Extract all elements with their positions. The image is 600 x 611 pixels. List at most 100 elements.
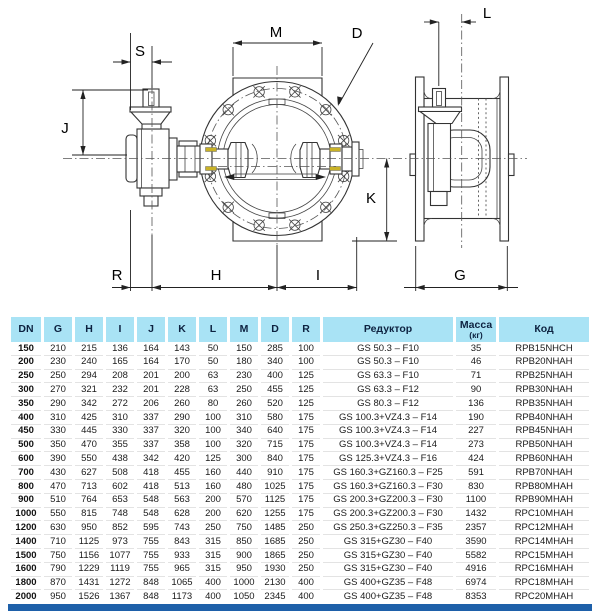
table-cell: RPB30NHAH [499, 383, 589, 398]
lug-left [409, 153, 417, 177]
lug-right [507, 153, 515, 177]
table-cell: 100 [199, 425, 227, 439]
table-cell: 815 [75, 508, 103, 522]
table-cell: 400 [261, 370, 289, 384]
table-cell: 764 [75, 494, 103, 508]
table-cell: 175 [292, 425, 320, 439]
table-cell: GS 315+GZ30 – F40 [323, 535, 453, 549]
table-cell: 1930 [261, 563, 289, 577]
table-cell: 438 [106, 452, 134, 467]
dim-label-d: D [352, 25, 363, 42]
table-cell: 743 [168, 521, 196, 536]
table-cell: RPB15NHCH [499, 342, 589, 356]
table-cell: 270 [44, 383, 72, 398]
dn-cell: 1400 [11, 535, 41, 549]
gearbox-front [125, 88, 213, 207]
table-cell: 1526 [78, 590, 100, 602]
table-cell: GS 80.3 – F12 [323, 397, 453, 411]
dn-cell: 350 [11, 397, 41, 411]
table-cell: 320 [230, 439, 258, 453]
table-cell: 340 [261, 356, 289, 370]
table-cell: 455 [168, 466, 196, 480]
table-cell: 710 [44, 535, 72, 549]
table-cell: 208 [106, 370, 134, 384]
dimension-lines [72, 19, 518, 291]
table-cell: 210 [44, 342, 72, 356]
table-cell: 136 [456, 397, 496, 411]
table-cell: GS 63.3 – F10 [323, 370, 453, 384]
header-cell: G [44, 317, 72, 342]
table-cell: 250 [199, 521, 227, 536]
stem-top [142, 88, 160, 108]
table-cell: 200 [168, 370, 196, 384]
dn-cell: 700 [11, 466, 41, 480]
dn-cell: 600 [11, 452, 41, 467]
table-cell: 250 [292, 549, 320, 563]
table-cell: 200 [199, 494, 227, 508]
table-cell: 337 [137, 411, 165, 425]
table-cell: GS 100.3+VZ4.3 – F14 [323, 439, 453, 453]
table-cell: 2345 [264, 590, 286, 602]
header-cell: L [199, 317, 227, 342]
table-cell: 310 [230, 411, 258, 425]
dim-label-s: S [135, 43, 145, 60]
dn-cell: 1000 [11, 508, 41, 522]
table-cell: 164 [137, 356, 165, 370]
dn-cell: 300 [11, 383, 41, 398]
table-cell: RPB25NHAH [499, 370, 589, 384]
dim-label-m: M [270, 24, 283, 41]
header-cell: K [168, 317, 196, 342]
table-cell: 200 [199, 508, 227, 522]
table-cell: 424 [456, 452, 496, 467]
table-cell: 755 [137, 535, 165, 549]
table-cell: 6974 [456, 577, 496, 591]
table-cell: 400 [199, 577, 227, 591]
table-cell: 910 [261, 466, 289, 480]
table-cell: GS 200.3+GZ200.3 – F30 [323, 494, 453, 508]
table-cell: 510 [44, 494, 72, 508]
table-cell: 35 [456, 342, 496, 356]
valve-technical-drawing: S J M D L K R H I G [61, 5, 527, 291]
table-cell: 170 [168, 356, 196, 370]
table-cell: 250 [292, 563, 320, 577]
table-cell: 1255 [261, 508, 289, 522]
dn-cell: 2000 [15, 590, 37, 602]
header-cell: J [137, 317, 165, 342]
table-cell: RPC18MHAH [499, 577, 589, 591]
dn-cell: 250 [11, 370, 41, 384]
header-cell: Код [499, 317, 589, 342]
bottom-bar [8, 604, 592, 611]
table-cell: 933 [168, 549, 196, 563]
dn-cell: 150 [11, 342, 41, 356]
header-cell: D [261, 317, 289, 342]
table-cell: 250 [292, 535, 320, 549]
dn-cell: 200 [11, 356, 41, 370]
table-cell: 310 [106, 411, 134, 425]
table-cell: RPB35NHAH [499, 397, 589, 411]
table-cell: 513 [168, 480, 196, 494]
dn-cell: 900 [11, 494, 41, 508]
table-cell: 8353 [465, 590, 487, 602]
table-cell: 1865 [261, 549, 289, 563]
table-cell: 1100 [456, 494, 496, 508]
table-cell: 330 [106, 425, 134, 439]
table-cell: 350 [44, 439, 72, 453]
table-cell: 755 [137, 549, 165, 563]
dn-cell: 500 [11, 439, 41, 453]
table-cell: 150 [230, 342, 258, 356]
table-cell: 620 [230, 508, 258, 522]
table-cell: GS 50.3 – F10 [323, 356, 453, 370]
table-cell: 100 [199, 439, 227, 453]
table-cell: 215 [75, 342, 103, 356]
table-cell: RPB80MHAH [499, 480, 589, 494]
table-cell: 400 [298, 590, 314, 602]
table-cell: 418 [137, 480, 165, 494]
table-cell: 1077 [106, 549, 134, 563]
